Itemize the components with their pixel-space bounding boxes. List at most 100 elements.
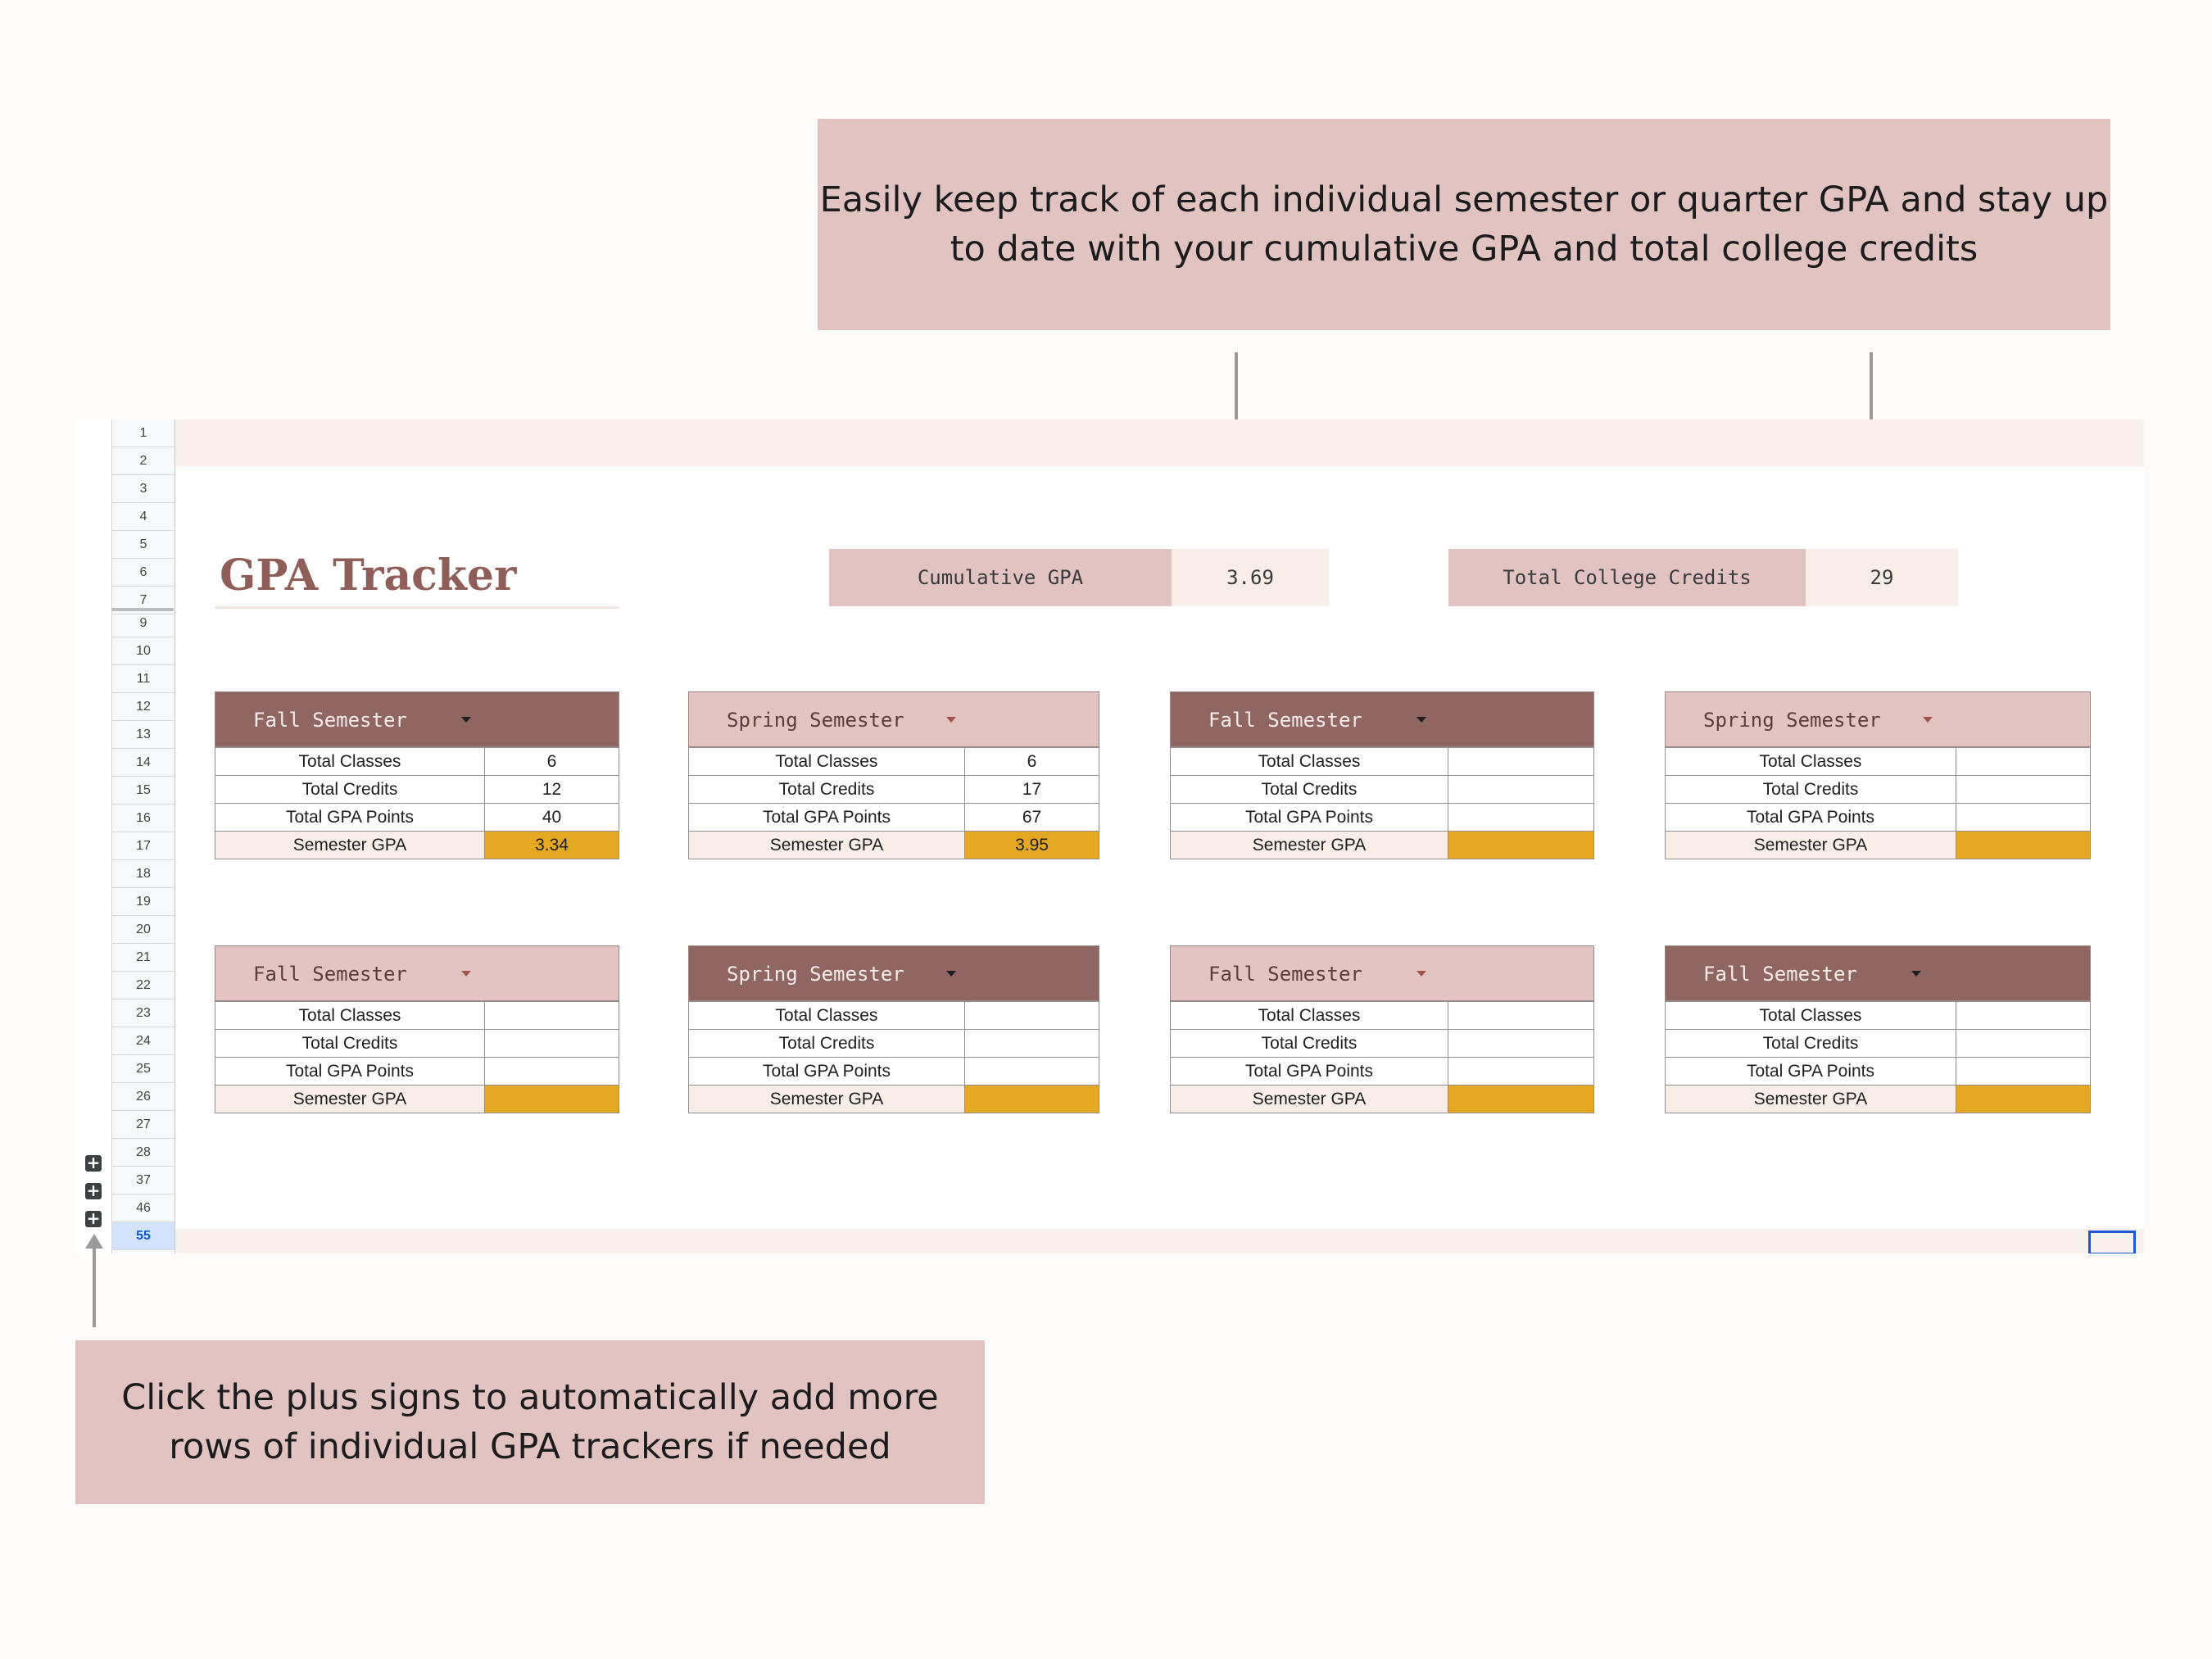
value-cell[interactable] — [1956, 1001, 2091, 1030]
value-cell[interactable] — [1448, 1085, 1594, 1113]
row-number[interactable]: 10 — [112, 637, 175, 665]
value-cell[interactable] — [1956, 1057, 2091, 1086]
value-cell[interactable] — [484, 1029, 619, 1058]
value-cell[interactable]: 6 — [484, 747, 619, 776]
value-cell[interactable] — [1956, 831, 2091, 859]
value-cell[interactable] — [1448, 803, 1594, 832]
tracker-row-total-classes: Total Classes — [1665, 1001, 2091, 1030]
row-number[interactable]: 25 — [112, 1055, 175, 1083]
value-cell[interactable] — [1956, 803, 2091, 832]
value-cell[interactable] — [1448, 775, 1594, 804]
value-cell[interactable] — [484, 1057, 619, 1086]
value-cell[interactable] — [1956, 775, 2091, 804]
tracker-row-total-gpa-points: Total GPA Points — [215, 1057, 619, 1086]
row-number[interactable]: 4 — [112, 503, 175, 531]
value-cell[interactable]: 67 — [964, 803, 1099, 832]
value-cell[interactable]: 40 — [484, 803, 619, 832]
term-dropdown[interactable]: Fall Semester — [1170, 691, 1594, 747]
row-number[interactable]: 26 — [112, 1083, 175, 1111]
row-number[interactable]: 24 — [112, 1027, 175, 1055]
row-number[interactable]: 17 — [112, 832, 175, 860]
row-number[interactable]: 14 — [112, 749, 175, 777]
row-number[interactable]: 23 — [112, 999, 175, 1027]
tracker-row-total-credits: Total Credits — [1665, 775, 2091, 804]
arrow-to-plus-signs — [93, 1245, 96, 1327]
expand-group-plus-icon[interactable]: + — [85, 1181, 102, 1200]
value-cell[interactable] — [1956, 1085, 2091, 1113]
term-dropdown[interactable]: Fall Semester — [215, 945, 619, 1001]
selected-cell[interactable] — [2088, 1231, 2136, 1253]
row-number[interactable]: 15 — [112, 777, 175, 805]
row-number[interactable]: 2 — [112, 447, 175, 475]
row-number[interactable]: 18 — [112, 860, 175, 888]
row-number[interactable]: 37 — [112, 1167, 175, 1194]
dropdown-caret-icon[interactable] — [1923, 717, 1933, 723]
dropdown-caret-icon[interactable] — [946, 717, 956, 723]
cumulative-gpa-value[interactable]: 3.69 — [1172, 549, 1329, 606]
term-dropdown[interactable]: Fall Semester — [215, 691, 619, 747]
total-credits-value[interactable]: 29 — [1806, 549, 1958, 606]
row-number[interactable]: 3 — [112, 475, 175, 503]
freeze-divider[interactable] — [111, 608, 174, 611]
term-dropdown[interactable]: Fall Semester — [1170, 945, 1594, 1001]
value-cell[interactable] — [1956, 747, 2091, 776]
row-number[interactable]: 22 — [112, 972, 175, 999]
value-cell[interactable] — [964, 1085, 1099, 1113]
row-number[interactable]: 19 — [112, 888, 175, 916]
value-cell[interactable] — [1448, 747, 1594, 776]
value-cell[interactable] — [1448, 831, 1594, 859]
value-cell[interactable]: 3.95 — [964, 831, 1099, 859]
row-number[interactable]: 5 — [112, 531, 175, 559]
row-number[interactable]: 12 — [112, 693, 175, 721]
value-cell[interactable] — [1448, 1057, 1594, 1086]
row-number[interactable]: 20 — [112, 916, 175, 944]
value-cell[interactable] — [1956, 1029, 2091, 1058]
value-cell[interactable] — [964, 1029, 1099, 1058]
dropdown-caret-icon[interactable] — [1416, 971, 1426, 977]
dropdown-caret-icon[interactable] — [946, 971, 956, 977]
row-label: Semester GPA — [215, 831, 485, 859]
term-dropdown[interactable]: Fall Semester — [1665, 945, 2091, 1001]
tracker-row-total-credits: Total Credits — [215, 1029, 619, 1058]
row-number[interactable]: 1 — [112, 419, 175, 447]
row-number[interactable]: 21 — [112, 944, 175, 972]
term-dropdown[interactable]: Spring Semester — [688, 691, 1099, 747]
row-number[interactable]: 16 — [112, 805, 175, 832]
tracker-row-semester-gpa: Semester GPA — [1170, 1085, 1594, 1113]
value-cell[interactable] — [964, 1001, 1099, 1030]
dropdown-caret-icon[interactable] — [1416, 717, 1426, 723]
value-cell[interactable] — [484, 1085, 619, 1113]
row-number[interactable]: 9 — [112, 610, 175, 637]
row-number[interactable]: 6 — [112, 559, 175, 587]
value-cell[interactable]: 12 — [484, 775, 619, 804]
value-cell[interactable]: 6 — [964, 747, 1099, 776]
value-cell[interactable] — [1448, 1029, 1594, 1058]
row-number[interactable]: 13 — [112, 721, 175, 749]
value-cell[interactable]: 3.34 — [484, 831, 619, 859]
value-cell[interactable] — [964, 1057, 1099, 1086]
value-cell[interactable] — [484, 1001, 619, 1030]
term-dropdown[interactable]: Spring Semester — [688, 945, 1099, 1001]
row-number[interactable]: 7 — [112, 587, 175, 614]
tracker-row-total-credits: Total Credits — [1170, 1029, 1594, 1058]
row-label: Total Classes — [688, 747, 965, 776]
row-number[interactable]: 46 — [112, 1194, 175, 1222]
tracker-row-total-classes: Total Classes — [1170, 1001, 1594, 1030]
dropdown-caret-icon[interactable] — [1911, 971, 1921, 977]
row-number[interactable]: 55 — [112, 1222, 175, 1250]
term-dropdown-label: Spring Semester — [727, 963, 904, 986]
dropdown-caret-icon[interactable] — [461, 971, 471, 977]
expand-group-plus-icon[interactable]: + — [85, 1153, 102, 1172]
row-label: Total GPA Points — [688, 803, 965, 832]
term-dropdown[interactable]: Spring Semester — [1665, 691, 2091, 747]
value-cell[interactable] — [1448, 1001, 1594, 1030]
value-cell[interactable]: 17 — [964, 775, 1099, 804]
dropdown-caret-icon[interactable] — [461, 717, 471, 723]
row-label: Total GPA Points — [1170, 803, 1448, 832]
row-number[interactable]: 28 — [112, 1139, 175, 1167]
row-label: Total GPA Points — [1170, 1057, 1448, 1086]
row-label: Total Credits — [1665, 775, 1956, 804]
expand-group-plus-icon[interactable]: + — [85, 1208, 102, 1228]
row-number[interactable]: 11 — [112, 665, 175, 693]
row-number[interactable]: 27 — [112, 1111, 175, 1139]
